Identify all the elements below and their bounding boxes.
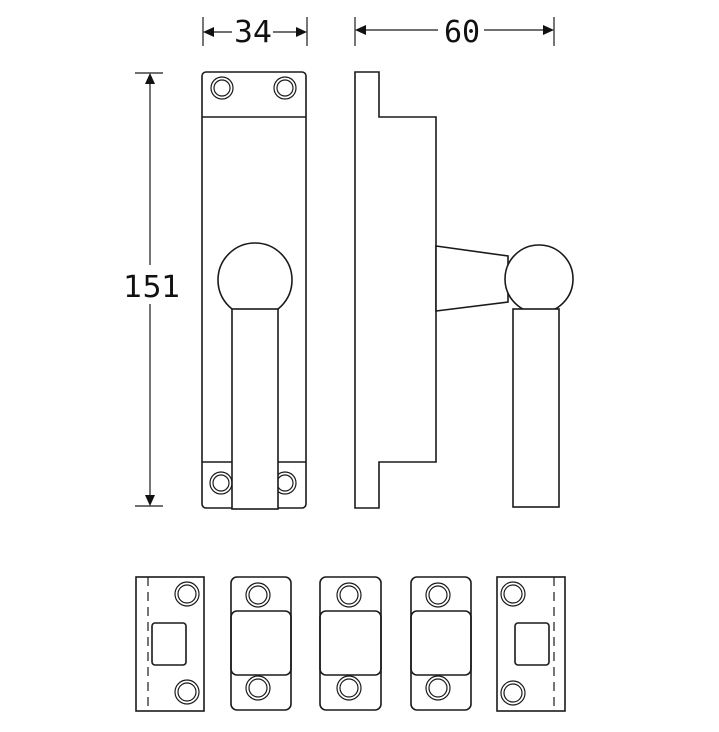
front-view-handle [201,71,307,510]
knob-ball-side [504,244,574,314]
side-view-handle [354,71,574,509]
strike-plate [319,576,382,711]
strike-plate [230,576,292,711]
knob-ball [217,242,293,318]
screw-hole-icon [209,471,233,495]
strike-plate [410,576,472,711]
lever-bar [231,308,279,510]
dimension-label-width: 34 [234,15,272,50]
cone-neck [435,245,509,312]
dimension-height-151: 151 [123,72,181,507]
dimension-depth-60: 60 [354,15,555,50]
strike-plate-right [496,576,566,712]
dimension-width-34: 34 [202,15,308,50]
screw-hole-icon [273,76,297,100]
screw-hole-icon [210,76,234,100]
strike-plate-left [135,576,205,712]
lever-bar-side [512,308,560,508]
dimension-label-height: 151 [123,270,180,305]
dimension-label-depth: 60 [444,15,480,50]
